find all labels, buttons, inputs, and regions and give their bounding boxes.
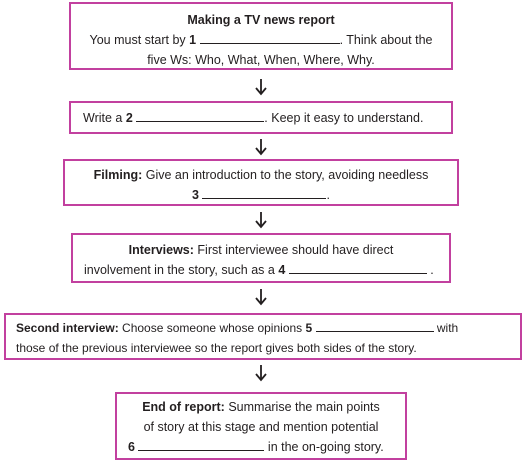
answer-blank-1	[199, 31, 340, 44]
step-6-line-1: End of report: Summarise the main points	[142, 400, 380, 414]
step-1-line-1: You must start by 1 . Think about the	[89, 31, 433, 47]
step-box-6: End of report: Summarise the main points…	[115, 392, 407, 460]
answer-blank-3	[202, 186, 327, 199]
step-5-line-2: those of the previous interviewee so the…	[16, 341, 417, 355]
blank-number-5: 5	[305, 321, 313, 335]
step-6-line-3: 6 in the on-going story.	[128, 438, 384, 454]
down-arrow-icon	[254, 288, 268, 306]
down-arrow-icon	[254, 138, 268, 156]
blank-number-2: 2	[125, 111, 133, 125]
step-3-line-2: 3 .	[192, 186, 330, 202]
step-box-1: Making a TV news report You must start b…	[69, 2, 453, 70]
blank-number-4: 4	[278, 263, 286, 277]
answer-blank-4	[288, 261, 427, 274]
step-3-line-1: Filming: Give an introduction to the sto…	[93, 168, 429, 182]
down-arrow-icon	[254, 78, 268, 96]
step-box-2: Write a 2 . Keep it easy to understand.	[69, 101, 453, 134]
diagram-title: Making a TV news report	[187, 13, 335, 27]
answer-blank-2	[136, 109, 265, 122]
step-box-4: Interviews: First interviewee should hav…	[71, 233, 451, 283]
answer-blank-6	[138, 438, 265, 451]
down-arrow-icon	[254, 364, 268, 382]
step-4-line-1: Interviews: First interviewee should hav…	[128, 243, 394, 257]
step-4-line-2: involvement in the story, such as a 4 .	[84, 261, 434, 277]
blank-number-1: 1	[189, 33, 197, 47]
step-5-line-1: Second interview: Choose someone whose o…	[16, 319, 459, 335]
blank-number-6: 6	[128, 440, 135, 454]
step-box-5: Second interview: Choose someone whose o…	[4, 313, 522, 360]
down-arrow-icon	[254, 211, 268, 229]
step-6-line-2: of story at this stage and mention poten…	[143, 420, 379, 434]
blank-number-3: 3	[192, 188, 199, 202]
answer-blank-5	[315, 319, 434, 332]
step-1-line-2: five Ws: Who, What, When, Where, Why.	[147, 53, 375, 67]
step-box-3: Filming: Give an introduction to the sto…	[63, 159, 459, 206]
